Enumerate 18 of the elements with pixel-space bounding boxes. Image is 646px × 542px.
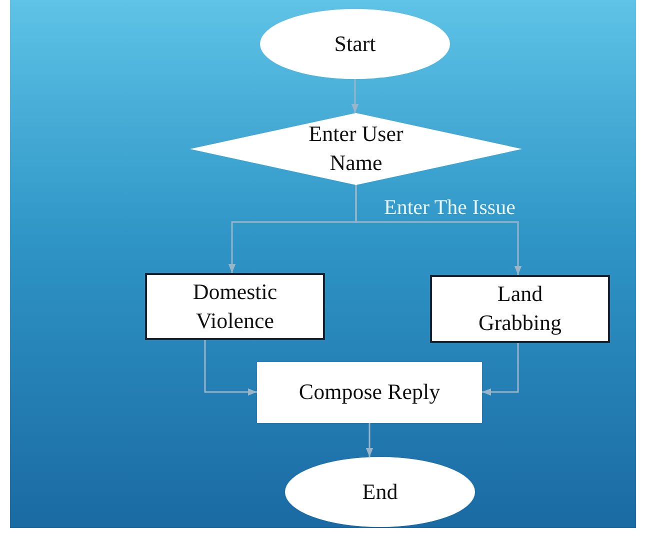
annotation-text: Enter The Issue bbox=[384, 195, 516, 220]
connector-arrow bbox=[204, 340, 257, 396]
terminal-ellipse bbox=[260, 9, 450, 79]
node-label: End bbox=[362, 478, 398, 506]
process-box bbox=[145, 273, 325, 340]
node-label: Start bbox=[334, 30, 376, 58]
process-box bbox=[430, 275, 610, 343]
node-label: Compose Reply bbox=[298, 378, 440, 406]
node-label: Domestic Violence bbox=[192, 278, 278, 334]
node-label: Land Grabbing bbox=[477, 280, 563, 337]
decision-diamond bbox=[190, 113, 522, 185]
connector-arrow bbox=[366, 423, 374, 457]
connector-arrow bbox=[482, 343, 519, 396]
node-label: Enter User Name bbox=[308, 120, 404, 177]
process-box bbox=[257, 362, 482, 423]
connector-arrow bbox=[351, 79, 359, 113]
connector-arrow bbox=[355, 185, 522, 275]
terminal-ellipse bbox=[285, 457, 475, 527]
